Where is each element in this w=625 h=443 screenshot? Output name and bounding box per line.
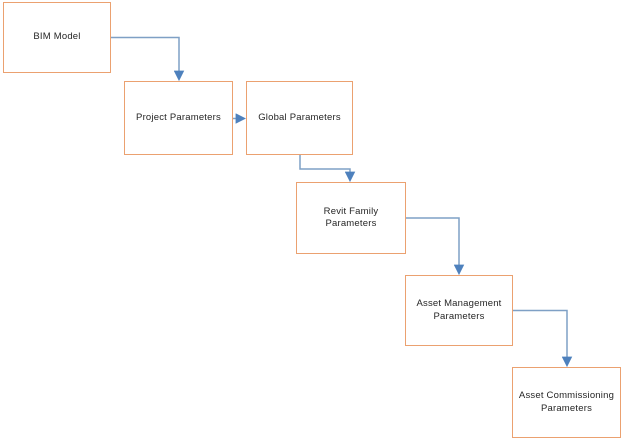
node-label: Global Parameters — [258, 111, 341, 123]
connector-global-to-revit — [299, 155, 356, 183]
connector-assetmgmt-to-assetcomm — [513, 309, 573, 368]
node-label: Asset Commissioning Parameters — [518, 390, 615, 414]
node-asset-commissioning-parameters: Asset Commissioning Parameters — [512, 367, 621, 438]
node-bim-model: BIM Model — [3, 2, 111, 73]
node-asset-management-parameters: Asset Management Parameters — [405, 275, 513, 346]
node-label: Project Parameters — [136, 111, 221, 123]
node-project-parameters: Project Parameters — [124, 81, 233, 155]
node-global-parameters: Global Parameters — [246, 81, 353, 155]
node-label: Revit Family Parameters — [323, 205, 379, 229]
node-label: BIM Model — [33, 31, 81, 43]
connector-revit-to-assetmgmt — [406, 217, 465, 276]
node-label: Asset Management Parameters — [416, 298, 502, 322]
node-revit-family-parameters: Revit Family Parameters — [296, 182, 406, 254]
connector-bim-to-project — [111, 36, 185, 82]
